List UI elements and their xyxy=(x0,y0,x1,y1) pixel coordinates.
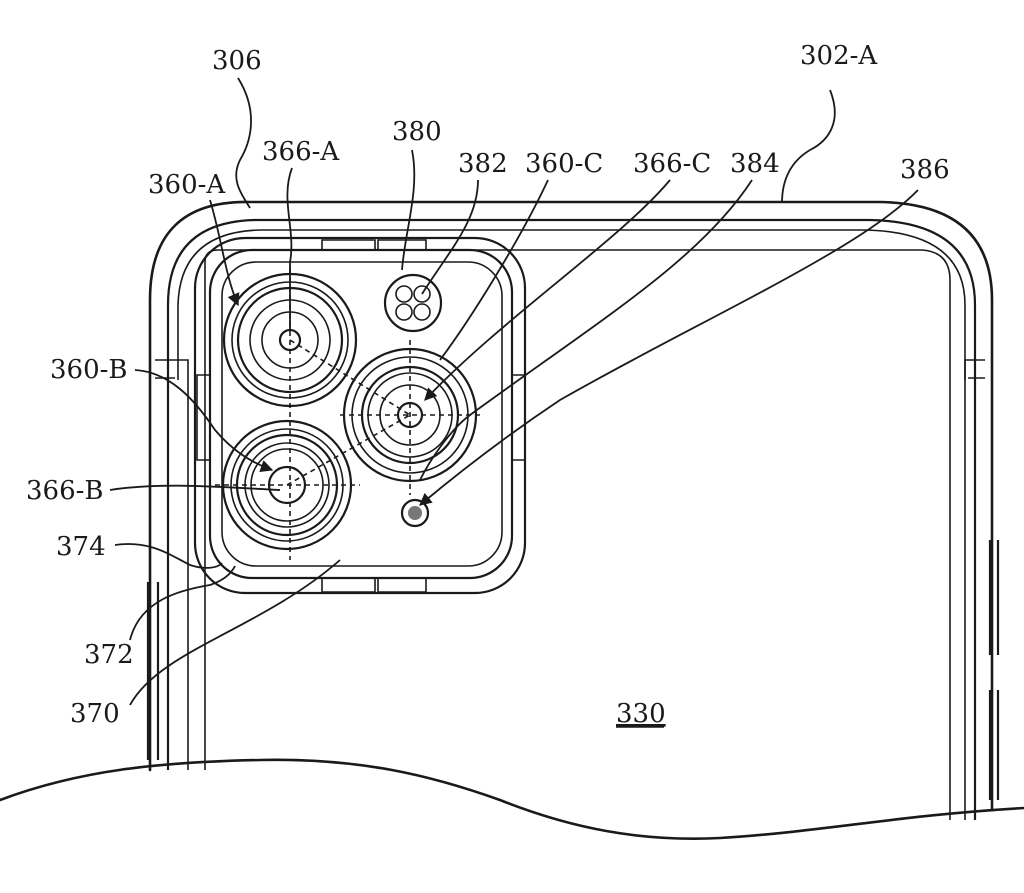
label-370: 370 xyxy=(70,699,120,729)
label-382: 382 xyxy=(458,149,508,179)
label-374: 374 xyxy=(56,532,106,562)
label-366-a: 366-A xyxy=(262,137,340,167)
label-360-a: 360-A xyxy=(148,170,226,200)
label-380: 380 xyxy=(392,117,442,147)
label-306: 306 xyxy=(212,46,262,76)
label-330: 330 xyxy=(616,699,666,729)
leader-lines xyxy=(109,77,919,706)
label-360-b: 360-B xyxy=(50,355,128,385)
label-366-b: 366-B xyxy=(26,476,104,506)
label-366-c: 366-C xyxy=(633,149,711,179)
flash-380 xyxy=(383,273,443,333)
reference-labels: 306 302-A 366-A 380 382 360-C 366-C 384 … xyxy=(26,41,950,729)
label-372: 372 xyxy=(84,640,134,670)
label-384: 384 xyxy=(730,149,780,179)
microphone-386 xyxy=(400,498,430,528)
label-302-a: 302-A xyxy=(800,41,878,71)
camera-module xyxy=(193,236,527,595)
label-386: 386 xyxy=(900,155,950,185)
label-360-c: 360-C xyxy=(525,149,603,179)
break-line xyxy=(0,758,1024,840)
device-housing xyxy=(146,200,1000,820)
